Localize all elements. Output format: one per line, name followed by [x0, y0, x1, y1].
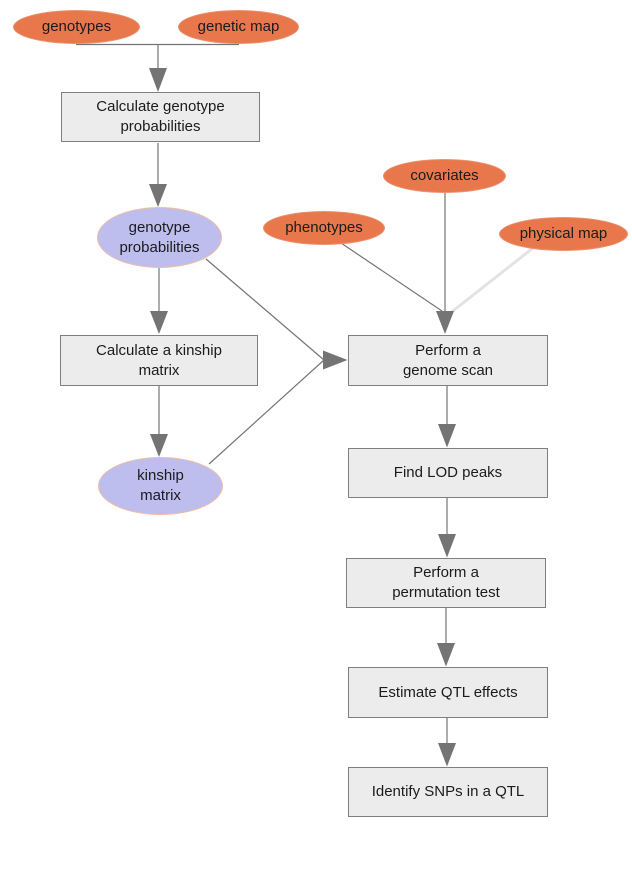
node-label-line: Calculate a kinship: [96, 341, 222, 359]
arrowhead-into-genoprob: [149, 184, 167, 207]
arrowhead-into-permutation: [438, 534, 456, 558]
node-label-line: probabilities: [120, 118, 201, 135]
node-label-line: matrix: [140, 487, 181, 504]
node-label: Identify SNPs in a QTL: [371, 783, 525, 800]
node-phenotypes: phenotypes: [263, 211, 385, 245]
node-estimate-qtl-effects: Estimate QTL effects: [348, 667, 548, 718]
node-genotype-probabilities: genotype probabilities: [97, 207, 222, 268]
arrowhead-into-kinship: [150, 434, 168, 457]
edge-genoprob-to-genome-scan: [205, 258, 325, 361]
node-find-lod-peaks: Find LOD peaks: [348, 448, 548, 498]
edge-kinship-to-genome-scan: [208, 359, 325, 465]
node-label-line: permutation test: [392, 584, 500, 601]
node-physical-map: physical map: [499, 217, 628, 251]
arrowhead-into-calc-kinship: [150, 311, 168, 334]
edge-phenotypes-to-genome-scan: [340, 242, 443, 312]
node-genetic-map: genetic map: [178, 10, 299, 44]
node-label-line: genotype: [128, 218, 191, 236]
node-label: genetic map: [197, 18, 280, 35]
node-kinship-matrix: kinship matrix: [98, 457, 223, 515]
node-label: Find LOD peaks: [393, 464, 503, 481]
arrowhead-into-estimate: [437, 643, 455, 667]
arrowhead-into-calc-genoprob: [149, 68, 167, 92]
node-label-line: Perform a: [413, 564, 479, 581]
node-identify-snps-in-qtl: Identify SNPs in a QTL: [348, 767, 548, 817]
node-covariates: covariates: [383, 159, 506, 193]
node-label-line: probabilities: [119, 238, 200, 256]
arrowhead-into-genome-scan-left: [323, 350, 348, 370]
node-perform-genome-scan: Perform a genome scan: [348, 335, 548, 386]
arrowhead-into-genome-scan-top: [436, 311, 454, 334]
node-label: physical map: [519, 225, 608, 242]
edge-physical-map-to-genome-scan: [448, 246, 534, 316]
node-label-line: matrix: [138, 361, 180, 379]
node-genotypes: genotypes: [13, 10, 140, 44]
node-calculate-genotype-probabilities: Calculate genotype probabilities: [61, 92, 260, 142]
node-label: Estimate QTL effects: [378, 683, 518, 701]
node-label-line: Perform a: [415, 341, 481, 359]
node-label-line: Calculate genotype: [96, 98, 225, 115]
arrowhead-into-identify: [438, 743, 456, 767]
arrowhead-into-find-lod: [438, 424, 456, 448]
node-perform-permutation-test: Perform a permutation test: [346, 558, 546, 608]
node-label: covariates: [410, 167, 479, 184]
node-label: phenotypes: [285, 219, 363, 236]
node-calculate-kinship-matrix: Calculate a kinship matrix: [60, 335, 258, 386]
node-label: genotypes: [41, 18, 112, 35]
node-label-line: kinship: [137, 467, 184, 484]
node-label-line: genome scan: [402, 361, 494, 379]
